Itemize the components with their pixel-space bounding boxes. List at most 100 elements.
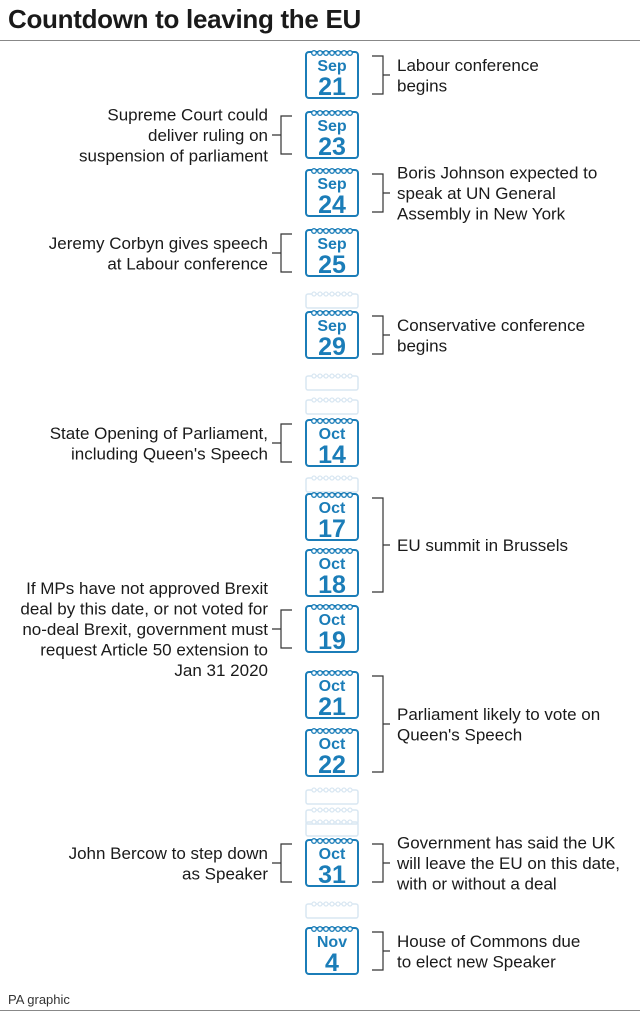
- calendar-ring: [335, 168, 341, 174]
- calendar-ring: [323, 819, 329, 825]
- calendar-ring: [347, 819, 353, 825]
- calendar-ring: [317, 492, 323, 498]
- calendar-placeholder: [305, 475, 359, 493]
- calendar-ring: [341, 901, 347, 907]
- event-text-line: Parliament likely to vote on: [397, 705, 600, 724]
- calendar-ring: [323, 670, 329, 676]
- calendar-ring: [329, 901, 335, 907]
- calendar-ring: [329, 728, 335, 734]
- calendar-ring: [341, 807, 347, 813]
- calendar-ring: [335, 838, 341, 844]
- calendar-day: 24: [318, 191, 346, 219]
- calendar-ring: [311, 728, 317, 734]
- calendar-ring: [347, 492, 353, 498]
- calendar-ring: [341, 728, 347, 734]
- calendar-ring: [329, 604, 335, 610]
- calendar-placeholder: [305, 787, 359, 805]
- calendar-ring: [317, 475, 323, 481]
- calendar-ring: [329, 50, 335, 56]
- calendar-ring: [317, 787, 323, 793]
- calendar-ring: [317, 670, 323, 676]
- calendar-day: 21: [318, 693, 346, 721]
- event-text-line: at Labour conference: [107, 254, 268, 273]
- calendar-ring: [311, 670, 317, 676]
- calendar-ring: [311, 901, 317, 907]
- calendar-ring: [347, 50, 353, 56]
- calendar-ring: [311, 291, 317, 297]
- calendar-ring: [341, 548, 347, 554]
- calendar-month: Oct: [319, 736, 346, 753]
- calendar-ring: [323, 397, 329, 403]
- calendar-ring: [347, 728, 353, 734]
- calendar-ring: [311, 548, 317, 554]
- calendar-ring: [329, 168, 335, 174]
- calendar-ring: [347, 926, 353, 932]
- calendar-ring: [329, 291, 335, 297]
- event-bracket: [372, 173, 390, 213]
- calendar-ring: [323, 291, 329, 297]
- event-text-line: Government has said the UK: [397, 834, 616, 853]
- calendar-ring: [317, 168, 323, 174]
- calendar-ring: [329, 110, 335, 116]
- calendar-ring: [329, 310, 335, 316]
- calendar-ring: [323, 926, 329, 932]
- event-text-line: to elect new Speaker: [397, 952, 556, 971]
- event-text-line: Boris Johnson expected to: [397, 164, 597, 183]
- calendar-ring: [347, 397, 353, 403]
- calendar-day: 29: [318, 333, 346, 361]
- calendar-ring: [329, 492, 335, 498]
- calendar-ring: [329, 548, 335, 554]
- calendar-placeholder: [305, 373, 359, 391]
- calendar-ring: [341, 373, 347, 379]
- calendar-ring: [317, 548, 323, 554]
- calendar-month: Nov: [317, 934, 347, 951]
- calendar-ring: [317, 397, 323, 403]
- event-bracket: [372, 497, 390, 593]
- calendar-ring: [329, 228, 335, 234]
- calendar-day: 14: [318, 441, 346, 469]
- calendar-day: 23: [318, 133, 346, 161]
- calendar-ring: [341, 291, 347, 297]
- calendar-ring: [323, 110, 329, 116]
- event-text-line: request Article 50 extension to: [40, 641, 268, 660]
- calendar-ring: [323, 807, 329, 813]
- calendar-ring: [317, 373, 323, 379]
- event-bracket: [272, 115, 292, 155]
- calendar-ring: [323, 838, 329, 844]
- calendar-ring: [311, 50, 317, 56]
- calendar-day: 18: [318, 571, 346, 599]
- calendar-ring: [311, 168, 317, 174]
- calendar-ring: [347, 291, 353, 297]
- calendar-ring: [323, 548, 329, 554]
- calendar-ring: [341, 110, 347, 116]
- calendar-ring: [335, 397, 341, 403]
- calendar-ring: [317, 901, 323, 907]
- calendar-month: Sep: [317, 318, 347, 335]
- calendar-ring: [317, 807, 323, 813]
- calendar-ring: [347, 310, 353, 316]
- calendar-day: 31: [318, 861, 346, 889]
- calendar-ring: [323, 50, 329, 56]
- event-text-line: begins: [397, 76, 447, 95]
- calendar-ring: [347, 418, 353, 424]
- calendar-ring: [317, 418, 323, 424]
- calendar-ring: [347, 548, 353, 554]
- calendar-ring: [347, 110, 353, 116]
- event-text-line: deal by this date, or not voted for: [20, 600, 268, 619]
- calendar-ring: [335, 819, 341, 825]
- calendar-ring: [341, 787, 347, 793]
- calendar-month: Oct: [319, 426, 346, 443]
- calendar-ring: [311, 418, 317, 424]
- calendar-ring: [341, 228, 347, 234]
